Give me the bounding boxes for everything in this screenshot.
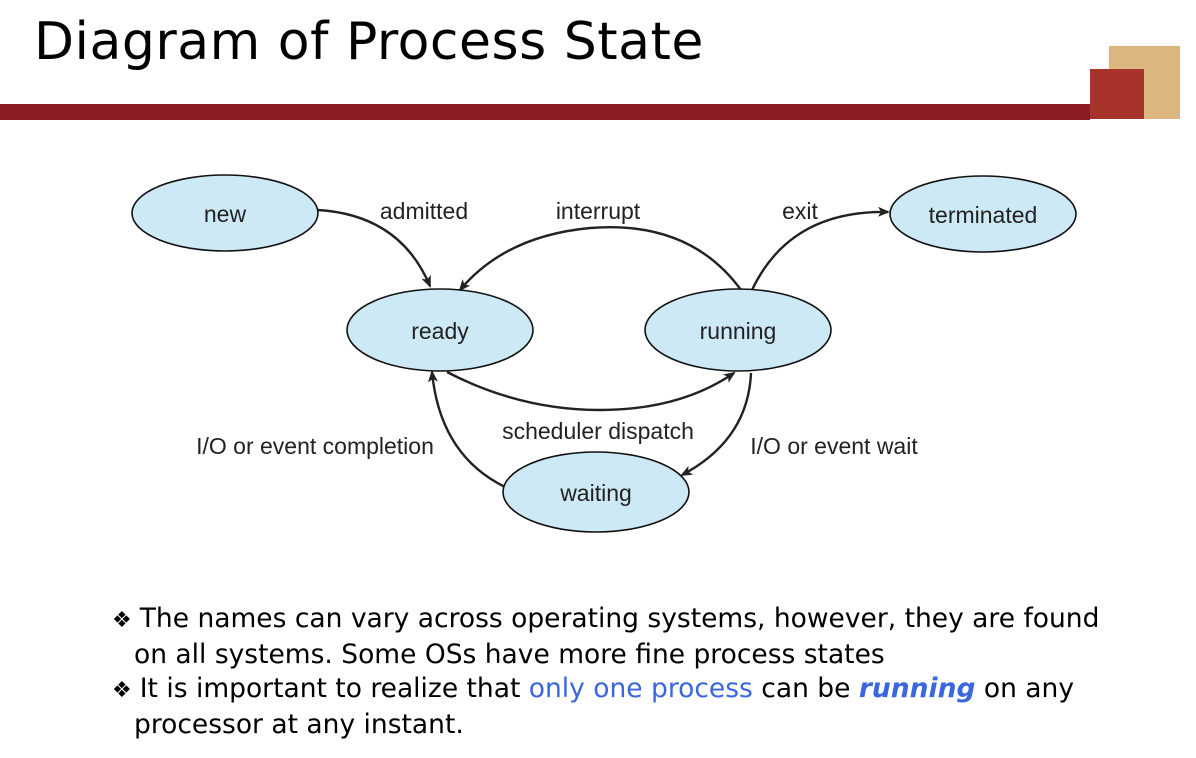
bullet-item-text: on any processor at any instant. xyxy=(134,673,1075,740)
label-scheduler-dispatch: scheduler dispatch xyxy=(502,418,694,444)
label-exit: exit xyxy=(782,198,818,224)
state-ready: ready xyxy=(346,288,534,372)
label-io-event-wait: I/O or event wait xyxy=(750,433,918,459)
title-rule xyxy=(0,104,1090,120)
diamond-bullet-icon: ❖ xyxy=(112,678,132,703)
edge-io-event-wait xyxy=(680,372,753,477)
state-running-label: running xyxy=(700,318,777,344)
bullet-item-text: It is important to realize that xyxy=(139,673,529,704)
state-terminated: terminated xyxy=(889,175,1077,253)
corner-decoration-red xyxy=(1090,69,1144,119)
label-admitted: admitted xyxy=(380,198,468,224)
edge-io-event-completion xyxy=(427,370,506,489)
highlight-only-one-process: only one process xyxy=(528,673,753,704)
edge-exit xyxy=(750,206,890,291)
state-new-label: new xyxy=(204,201,247,227)
bullet-item-names-vary: ❖The names can vary across operating sys… xyxy=(112,602,1102,672)
state-waiting: waiting xyxy=(502,451,690,533)
emphasis-running: running xyxy=(858,673,976,704)
state-terminated-label: terminated xyxy=(929,202,1038,228)
state-ready-label: ready xyxy=(411,318,469,344)
bullet-item-one-process: ❖ It is important to realize that only on… xyxy=(112,672,1102,742)
label-interrupt: interrupt xyxy=(556,198,641,224)
edge-scheduler-dispatch xyxy=(446,370,736,412)
bullet-item-text: can be xyxy=(752,673,859,704)
state-running: running xyxy=(644,288,832,372)
bullet-list: ❖The names can vary across operating sys… xyxy=(112,602,1102,742)
slide-title: Diagram of Process State xyxy=(34,12,704,72)
edge-admitted xyxy=(317,208,432,288)
label-io-event-completion: I/O or event completion xyxy=(196,433,434,459)
edge-interrupt xyxy=(458,226,742,292)
diamond-bullet-icon: ❖ xyxy=(112,608,132,633)
state-waiting-label: waiting xyxy=(559,480,632,506)
process-state-diagram: new terminated ready running waiting adm… xyxy=(131,174,1077,533)
state-new: new xyxy=(131,174,319,252)
bullet-item-text: The names can vary across operating syst… xyxy=(134,603,1100,670)
